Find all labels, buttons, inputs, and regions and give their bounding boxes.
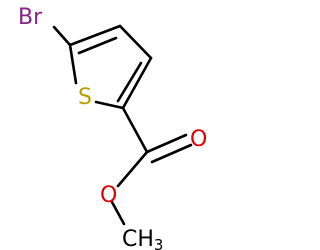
bond-c3-c2-inner [116, 61, 143, 103]
atom-labels: Br S O O CH3 [18, 5, 207, 250]
atom-oxygen-ester: O [100, 183, 117, 208]
atom-sulfur: S [78, 85, 92, 110]
bond-c4-c3 [118, 24, 153, 60]
methyl-symbol: CH [122, 227, 154, 250]
molecule-structure: Br S O O CH3 [18, 5, 207, 250]
bond-oester-ch3 [110, 200, 126, 226]
bond-c5-s [68, 43, 78, 85]
atom-oxygen-carbonyl: O [190, 127, 207, 152]
bond-ccarb-oester [116, 150, 149, 188]
methyl-subscript: 3 [154, 236, 164, 250]
bond-c5-c4-inner [77, 36, 118, 55]
bond-ccarb-o-2 [150, 143, 193, 164]
atom-methyl: CH3 [122, 227, 163, 250]
bond-c2-ccarb [121, 106, 149, 154]
atom-bromine: Br [18, 5, 43, 30]
bond-c3-c2 [121, 56, 153, 110]
bond-c5-c4 [68, 24, 122, 47]
bond-ccarb-o-1 [145, 133, 188, 154]
bond-s-c2 [94, 100, 125, 110]
bonds [52, 24, 193, 226]
bond-br-c5 [52, 25, 72, 47]
